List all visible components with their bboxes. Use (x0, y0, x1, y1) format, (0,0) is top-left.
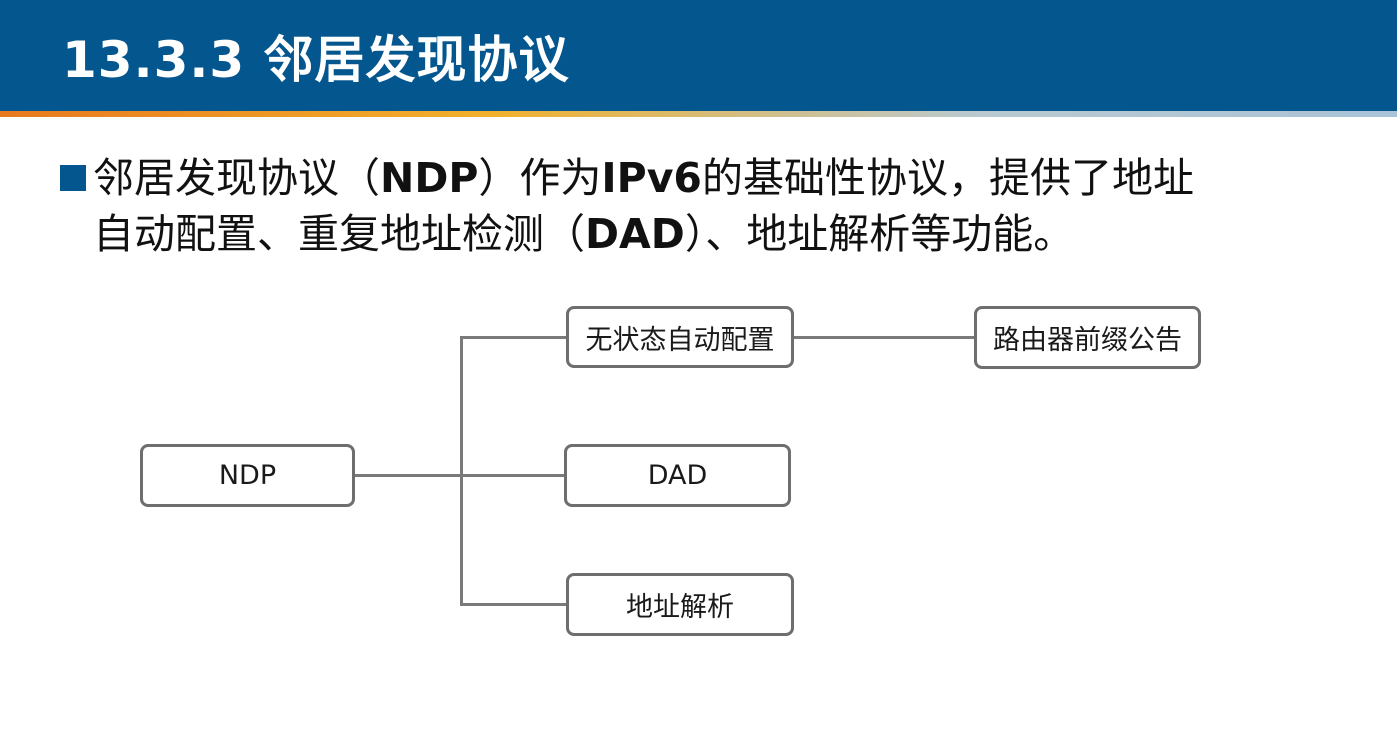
header-accent-stripe (0, 111, 1397, 117)
bullet-text-1d: IPv6 (601, 154, 702, 202)
bullet-text-2c: ）、地址解析等功能。 (684, 210, 1075, 258)
slide-title: 13.3.3 邻居发现协议 (62, 31, 570, 89)
bullet-text-1e: 的基础性协议，提供了地址 (701, 154, 1194, 202)
node-grandchild: 路由器前缀公告 (974, 306, 1201, 369)
bullet-text-1a: 邻居发现协议（ (93, 154, 380, 202)
connector-to-child-2 (460, 474, 566, 477)
bullet-text-2a: 自动配置、重复地址检测（ (93, 210, 585, 258)
node-child-3: 地址解析 (566, 573, 794, 636)
bullet-text-2b: DAD (585, 210, 685, 258)
node-child-1: 无状态自动配置 (566, 306, 794, 368)
node-child-2: DAD (564, 444, 791, 507)
bullet-text-1c: ）作为 (478, 154, 602, 202)
connector-to-child-3 (460, 603, 568, 606)
connector-to-grandchild (792, 336, 976, 339)
square-bullet-icon (60, 165, 86, 191)
bullet-line-2: 自动配置、重复地址检测（DAD）、地址解析等功能。 (60, 206, 1350, 262)
bullet-paragraph: 邻居发现协议（NDP）作为IPv6的基础性协议，提供了地址 自动配置、重复地址检… (60, 150, 1350, 262)
connector-to-child-1 (460, 336, 568, 339)
slide-header: 13.3.3 邻居发现协议 (0, 0, 1397, 111)
connector-root-trunk (353, 474, 462, 477)
node-root: NDP (140, 444, 355, 507)
connector-vertical-trunk (460, 336, 463, 606)
bullet-text-1b: NDP (380, 154, 479, 202)
bullet-line-1: 邻居发现协议（NDP）作为IPv6的基础性协议，提供了地址 (60, 150, 1350, 206)
